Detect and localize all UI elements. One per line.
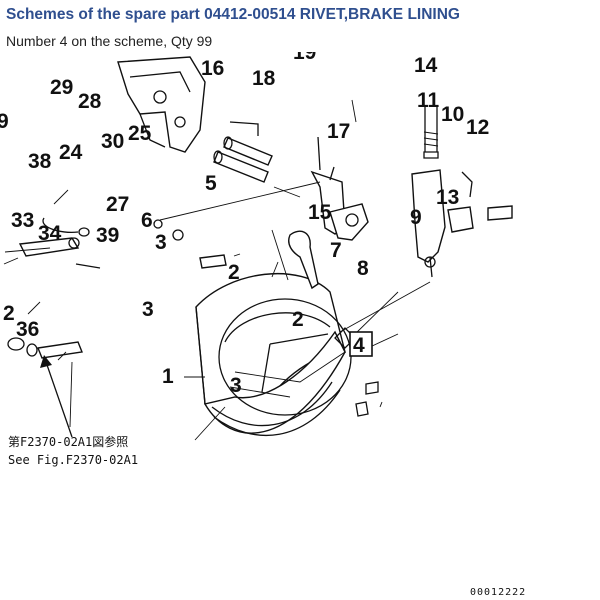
label-7: 7 (330, 239, 342, 262)
spare-part-scheme: 16 18 19 14 29 28 11 10 12 9 17 25 30 24… (0, 52, 526, 598)
label-1: 1 (162, 365, 174, 388)
drawing-number: 00012222 (470, 587, 526, 598)
label-38: 38 (28, 150, 52, 173)
label-36: 36 (16, 318, 39, 341)
label-19-partial: 19 (293, 52, 316, 64)
left-hardware (4, 217, 101, 359)
label-3-upper: 3 (155, 231, 167, 254)
leader-lines (3, 99, 399, 441)
pin-part-11 (423, 107, 439, 159)
label-13: 13 (436, 186, 459, 209)
label-8: 8 (357, 257, 369, 280)
label-4-highlighted: 4 (353, 334, 365, 357)
reference-arrow (40, 355, 73, 438)
label-17: 17 (327, 120, 350, 143)
label-2-left: 2 (3, 302, 15, 325)
part-subtitle: Number 4 on the scheme, Qty 99 (6, 33, 213, 49)
label-16: 16 (201, 57, 224, 80)
label-15: 15 (308, 201, 332, 224)
label-9: 9 (410, 206, 422, 229)
label-30: 30 (101, 130, 124, 153)
label-6: 6 (141, 209, 153, 232)
lever-part-15 (159, 136, 369, 241)
pin-assembly-part-5 (213, 121, 273, 183)
label-29: 29 (50, 76, 73, 99)
label-33: 33 (11, 209, 34, 232)
label-12: 12 (466, 116, 489, 139)
label-25: 25 (128, 122, 152, 145)
label-34: 34 (38, 222, 62, 245)
label-2-center: 2 (292, 308, 304, 331)
brake-band-assembly (195, 273, 352, 437)
page-title: Schemes of the spare part 04412-00514 RI… (6, 6, 460, 23)
highlighted-part-box (349, 331, 373, 357)
label-11: 11 (417, 89, 440, 112)
reference-note-japanese: 第F2370-02A1図参照 (8, 434, 128, 449)
label-27: 27 (106, 193, 129, 216)
pawl-part-7 (271, 229, 319, 290)
label-9-partial: 9 (0, 110, 9, 133)
label-10: 10 (441, 103, 464, 126)
label-18: 18 (252, 67, 276, 90)
label-2-upper: 2 (228, 261, 240, 284)
label-3-middle: 3 (142, 298, 154, 321)
rod-part-9 (339, 169, 513, 333)
label-14: 14 (414, 54, 438, 77)
reference-note-english: See Fig.F2370-02A1 (8, 453, 138, 467)
label-24: 24 (59, 141, 83, 164)
label-28: 28 (78, 90, 102, 113)
label-39: 39 (96, 224, 119, 247)
bracket-part-16 (117, 56, 206, 153)
label-5: 5 (205, 172, 217, 195)
label-3-lower: 3 (230, 374, 242, 397)
